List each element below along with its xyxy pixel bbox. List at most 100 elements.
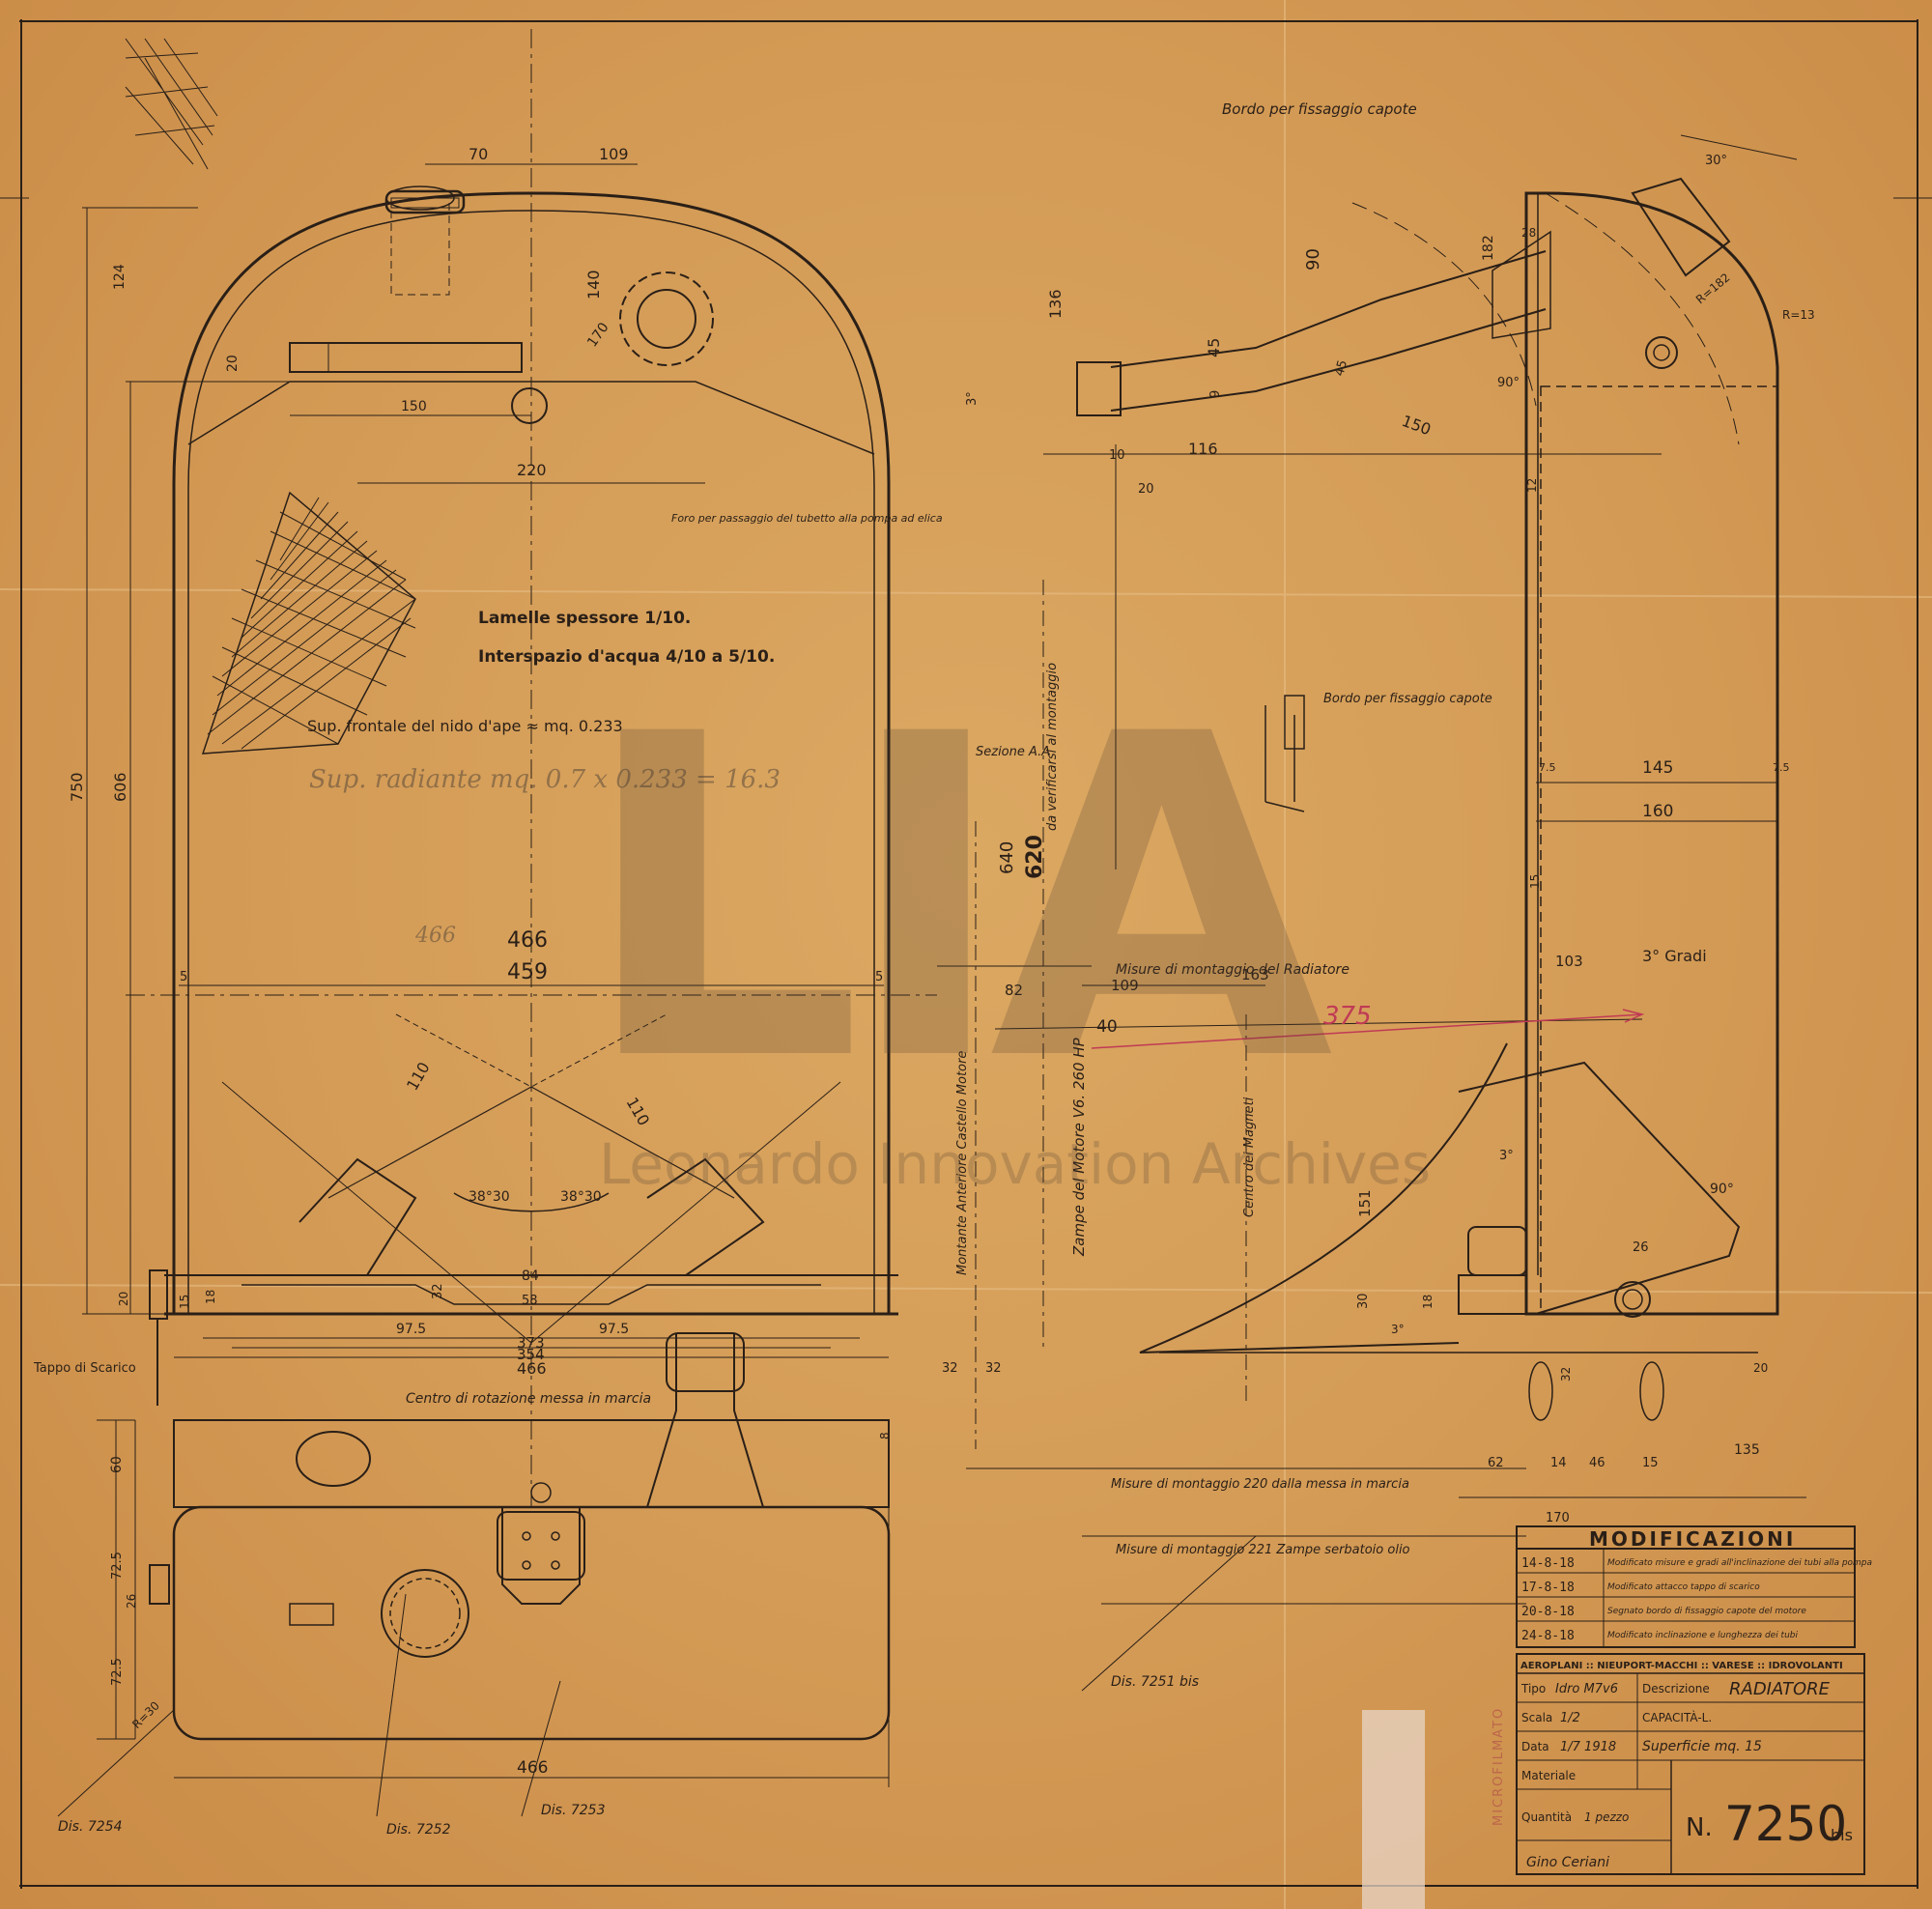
dim-140: 140 xyxy=(584,270,603,299)
mod-row-1-date: 14-8-18 xyxy=(1521,1556,1575,1571)
side-dim-r13: R=13 xyxy=(1782,308,1815,322)
watermark-text: Leonardo Innovation Archives xyxy=(599,1131,1431,1197)
modifications-rows: 14-8-18 Modificato misure e gradi all'in… xyxy=(1521,1556,1872,1643)
dim-5-right: 5 xyxy=(875,970,883,984)
note-sup-radiante: Sup. radiante mq. 0.7 x 0.233 = 16.3 xyxy=(309,765,781,794)
red-pencil-marks xyxy=(1091,1009,1645,1049)
title-tipo-value: Idro M7v6 xyxy=(1555,1682,1618,1696)
ref-dis-7251: Dis. 7251 bis xyxy=(1111,1674,1199,1690)
dim-750: 750 xyxy=(68,772,86,802)
title-scala-value: 1/2 xyxy=(1560,1711,1580,1725)
mod-row-3-text: Segnato bordo di fissaggio capote del mo… xyxy=(1607,1607,1806,1616)
note-centro-rotazione: Centro di rotazione messa in marcia xyxy=(406,1391,651,1407)
side-tre-gradi: 3° Gradi xyxy=(1642,947,1707,965)
title-materiale-label: Materiale xyxy=(1521,1769,1576,1782)
note-da-verificarsi: da verificarsi al montaggio xyxy=(1045,663,1060,831)
side-dim-9: 9 xyxy=(1208,390,1223,398)
side-angle-3-mid: 3° xyxy=(1499,1149,1514,1163)
dim-466-top: 466 xyxy=(507,928,548,953)
mod-row-2-text: Modificato attacco tappo di scarico xyxy=(1607,1582,1760,1592)
title-block xyxy=(1516,1653,1865,1875)
note-interspazio: Interspazio d'acqua 4/10 a 5/10. xyxy=(478,647,775,667)
side-dim-30: 30 xyxy=(1356,1293,1371,1309)
title-quantita-value: 1 pezzo xyxy=(1584,1810,1629,1824)
note-misure-221: Misure di montaggio 221 Zampe serbatoio … xyxy=(1116,1543,1410,1557)
dim-170: 170 xyxy=(584,320,611,350)
side-dim-18: 18 xyxy=(1421,1295,1435,1309)
side-dim-12: 12 xyxy=(1525,478,1539,493)
mod-row-4-text: Modificato inclinazione e lunghezza dei … xyxy=(1607,1631,1799,1640)
side-dim-20-r: 20 xyxy=(1753,1361,1768,1375)
side-dim-46: 46 xyxy=(1589,1456,1605,1470)
side-view-radiator xyxy=(937,134,1806,1692)
side-dim-160: 160 xyxy=(1642,802,1673,821)
side-dim-82: 82 xyxy=(1005,982,1023,999)
ref-dis-7254: Dis. 7254 xyxy=(58,1819,123,1835)
side-dim-15: 15 xyxy=(1528,874,1542,889)
side-dim-136: 136 xyxy=(1046,289,1065,319)
angle-3830-right: 38°30 xyxy=(560,1189,602,1205)
plan-dim-26: 26 xyxy=(125,1594,138,1609)
title-scala-label: Scala xyxy=(1521,1711,1552,1724)
note-lamelle: Lamelle spessore 1/10. xyxy=(478,609,691,628)
dim-606: 606 xyxy=(111,772,129,802)
front-dimension-lines xyxy=(82,163,889,1779)
side-dim-90: 90 xyxy=(1303,248,1323,271)
side-dim-14: 14 xyxy=(1550,1456,1567,1470)
note-tappo: Tappo di Scarico xyxy=(33,1361,136,1376)
plan-dim-r30: R=30 xyxy=(129,1698,162,1731)
side-dim-45b: 45 xyxy=(1332,358,1350,378)
note-centro-magneti: Centro dei Magneti xyxy=(1242,1097,1257,1217)
side-dim-150: 150 xyxy=(1400,412,1434,439)
side-angle-90: 90° xyxy=(1497,376,1520,390)
ref-dis-7253: Dis. 7253 xyxy=(541,1803,606,1818)
title-descrizione-value: RADIATORE xyxy=(1729,1679,1831,1699)
title-superficie: Superficie mq. 15 xyxy=(1642,1739,1762,1754)
modifications-table xyxy=(1516,1525,1856,1648)
angle-3830-left: 38°30 xyxy=(469,1189,510,1205)
dim-354: 354 xyxy=(517,1346,545,1363)
title-numero: 7250 xyxy=(1724,1796,1847,1852)
dim-18: 18 xyxy=(204,1290,217,1304)
side-dim-62: 62 xyxy=(1488,1456,1504,1470)
title-capacita: CAPACITÀ-L. xyxy=(1642,1710,1712,1724)
side-dim-151: 151 xyxy=(1356,1189,1374,1217)
title-signature: Gino Ceriani xyxy=(1526,1855,1609,1870)
plan-view-tank xyxy=(57,1332,891,1817)
dim-975-right: 97.5 xyxy=(599,1322,629,1337)
side-dim-75-left: 7.5 xyxy=(1539,761,1556,774)
side-dim-40: 40 xyxy=(1096,1017,1118,1037)
dim-32: 32 xyxy=(431,1283,445,1299)
dim-84: 84 xyxy=(522,1268,539,1284)
dim-150: 150 xyxy=(401,399,427,414)
side-dim-32-left: 32 xyxy=(942,1361,958,1376)
side-dim-182: 182 xyxy=(1481,235,1496,261)
side-dim-26: 26 xyxy=(1633,1240,1649,1255)
dim-109: 109 xyxy=(599,145,629,163)
note-misure-montaggio: Misure di montaggio del Radiatore xyxy=(1116,962,1350,978)
side-dim-109: 109 xyxy=(1111,977,1139,994)
note-foro: Foro per passaggio del tubetto alla pomp… xyxy=(671,512,943,525)
modifications-title: MODIFICAZIONI xyxy=(1589,1527,1796,1551)
side-angle-90-low: 90° xyxy=(1710,1182,1734,1197)
dim-975-left: 97.5 xyxy=(396,1322,426,1337)
plan-dim-60: 60 xyxy=(109,1456,125,1473)
dim-20-bottom: 20 xyxy=(117,1292,130,1306)
honeycomb-hatch xyxy=(125,38,416,755)
note-sup-frontale: Sup. frontale del nido d'ape ≈ mq. 0.233 xyxy=(307,717,623,735)
mod-row-3-date: 20-8-18 xyxy=(1521,1605,1575,1619)
dim-220: 220 xyxy=(517,461,547,479)
title-tipo-label: Tipo xyxy=(1520,1682,1546,1695)
side-dim-20: 20 xyxy=(1138,482,1154,497)
side-dim-15-b: 15 xyxy=(1642,1456,1659,1470)
front-view-radiator xyxy=(125,29,937,1507)
red-dim-375: 375 xyxy=(1323,1002,1372,1031)
plan-dim-466: 466 xyxy=(517,1758,548,1778)
mod-row-2-date: 17-8-18 xyxy=(1521,1581,1575,1595)
dim-20-top: 20 xyxy=(225,355,241,372)
side-dim-620: 620 xyxy=(1023,835,1047,879)
ref-dis-7252: Dis. 7252 xyxy=(386,1822,451,1838)
side-dim-170: 170 xyxy=(1546,1511,1570,1525)
